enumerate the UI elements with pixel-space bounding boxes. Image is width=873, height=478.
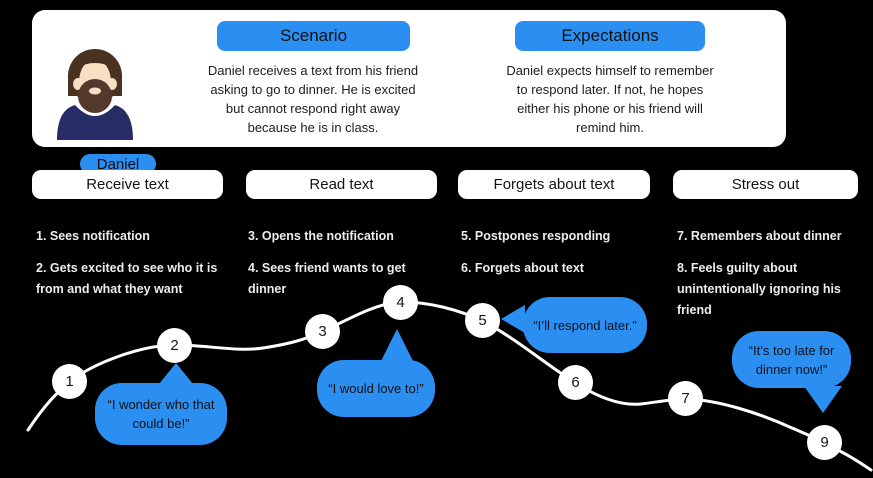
step-4: 4. Sees friend wants to get dinner xyxy=(248,261,406,296)
expectations-header: Expectations xyxy=(515,21,705,51)
journey-node-9: 9 xyxy=(807,425,842,460)
journey-node-5: 5 xyxy=(465,303,500,338)
persona-name-badge: Daniel xyxy=(80,154,156,174)
stage-pill-receive-text: Receive text xyxy=(32,170,223,199)
persona-card: Daniel Scenario Daniel receives a text f… xyxy=(32,10,786,174)
journey-node-2: 2 xyxy=(157,328,192,363)
journey-node-6: 6 xyxy=(558,365,593,400)
step-8: 8. Feels guilty about unintentionally ig… xyxy=(677,261,841,317)
avatar-illustration xyxy=(57,49,133,140)
quote-bubble-3: “I’ll respond later.” xyxy=(523,297,647,353)
avatar: Daniel xyxy=(55,46,156,174)
step-6: 6. Forgets about text xyxy=(461,261,584,275)
step-5: 5. Postpones responding xyxy=(461,229,611,243)
journey-node-4: 4 xyxy=(383,285,418,320)
step-7: 7. Remembers about dinner xyxy=(677,229,842,243)
step-1: 1. Sees notification xyxy=(36,229,150,243)
expectations-description: Daniel expects himself to remember to re… xyxy=(506,63,714,135)
quote-bubble-2: “I would love to!” xyxy=(317,360,435,417)
scenario-description: Daniel receives a text from his friend a… xyxy=(207,63,419,135)
stage-pill-read-text: Read text xyxy=(246,170,437,199)
stage-pill-forgets-text: Forgets about text xyxy=(458,170,650,199)
quote-bubble-tail xyxy=(381,329,413,361)
step-2: 2. Gets excited to see who it is from an… xyxy=(36,261,218,296)
quote-bubble-1: “I wonder who that could be!” xyxy=(95,383,227,445)
journey-node-3: 3 xyxy=(305,314,340,349)
step-3: 3. Opens the notification xyxy=(248,229,394,243)
journey-node-7: 7 xyxy=(668,381,703,416)
scenario-header: Scenario xyxy=(217,21,410,51)
quote-bubble-tail xyxy=(501,305,525,333)
quote-bubble-tail xyxy=(804,386,842,413)
journey-node-1: 1 xyxy=(52,364,87,399)
stage-pill-stress-out: Stress out xyxy=(673,170,858,199)
quote-bubble-4: “It’s too late for dinner now!” xyxy=(732,331,851,388)
quote-bubble-tail xyxy=(159,363,193,384)
